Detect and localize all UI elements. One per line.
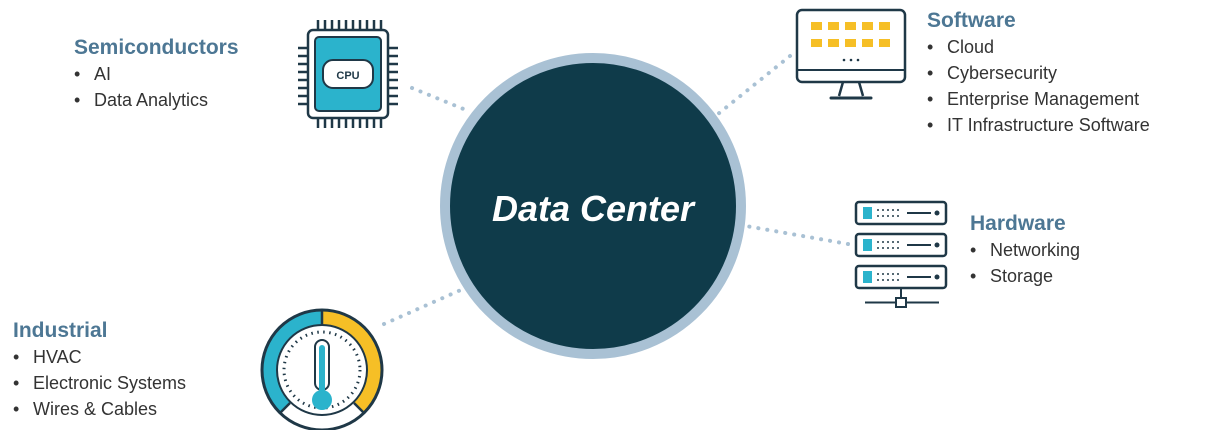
- server-unit-3: [854, 264, 948, 290]
- hub-label: Data Center: [491, 188, 695, 229]
- semiconductors-list: AI Data Analytics: [74, 61, 239, 113]
- gauge-ticks: [282, 330, 362, 410]
- list-item: Wires & Cables: [13, 396, 186, 422]
- thermometer-bulb: [312, 390, 332, 410]
- server-unit-2: [854, 232, 948, 258]
- semiconductors-title: Semiconductors: [74, 36, 239, 59]
- connector-hardware: [744, 224, 850, 246]
- chip-pins-left: [298, 46, 308, 106]
- list-item: Cloud: [927, 34, 1150, 60]
- list-item: Networking: [970, 237, 1080, 263]
- server-unit-1: [854, 200, 948, 226]
- list-item: Storage: [970, 263, 1080, 289]
- list-item: AI: [74, 61, 239, 87]
- semiconductors-group: Semiconductors AI Data Analytics: [74, 35, 239, 113]
- industrial-group: Industrial HVAC Electronic Systems Wires…: [13, 318, 186, 422]
- list-item: Electronic Systems: [13, 370, 186, 396]
- monitor-app-tiles: [811, 22, 890, 47]
- connector-software: [716, 54, 792, 116]
- software-title: Software: [927, 9, 1016, 32]
- industrial-title: Industrial: [13, 319, 108, 342]
- software-list: Cloud Cybersecurity Enterprise Managemen…: [927, 34, 1150, 138]
- chip-pins-bottom: [316, 118, 383, 128]
- cpu-chip-icon: CPU: [298, 20, 398, 128]
- list-item: Enterprise Management: [927, 86, 1150, 112]
- list-item: HVAC: [13, 344, 186, 370]
- chip-pins-top: [316, 20, 383, 30]
- list-item: Cybersecurity: [927, 60, 1150, 86]
- hardware-title: Hardware: [970, 212, 1066, 235]
- industrial-list: HVAC Electronic Systems Wires & Cables: [13, 344, 186, 422]
- cpu-label: CPU: [336, 70, 359, 82]
- list-item: IT Infrastructure Software: [927, 112, 1150, 138]
- list-item: Data Analytics: [74, 87, 239, 113]
- hardware-group: Hardware Networking Storage: [970, 211, 1080, 289]
- data-center-hub: Data Center: [440, 53, 746, 359]
- software-group: Software Cloud Cybersecurity Enterprise …: [927, 8, 1150, 138]
- hardware-list: Networking Storage: [970, 237, 1080, 289]
- chip-pins-right: [388, 46, 398, 106]
- thermometer-gauge-icon: [254, 308, 390, 432]
- connector-industrial: [382, 283, 474, 326]
- monitor-icon: [795, 8, 907, 100]
- connector-semiconductors: [410, 86, 468, 112]
- server-rack-icon: [854, 200, 948, 308]
